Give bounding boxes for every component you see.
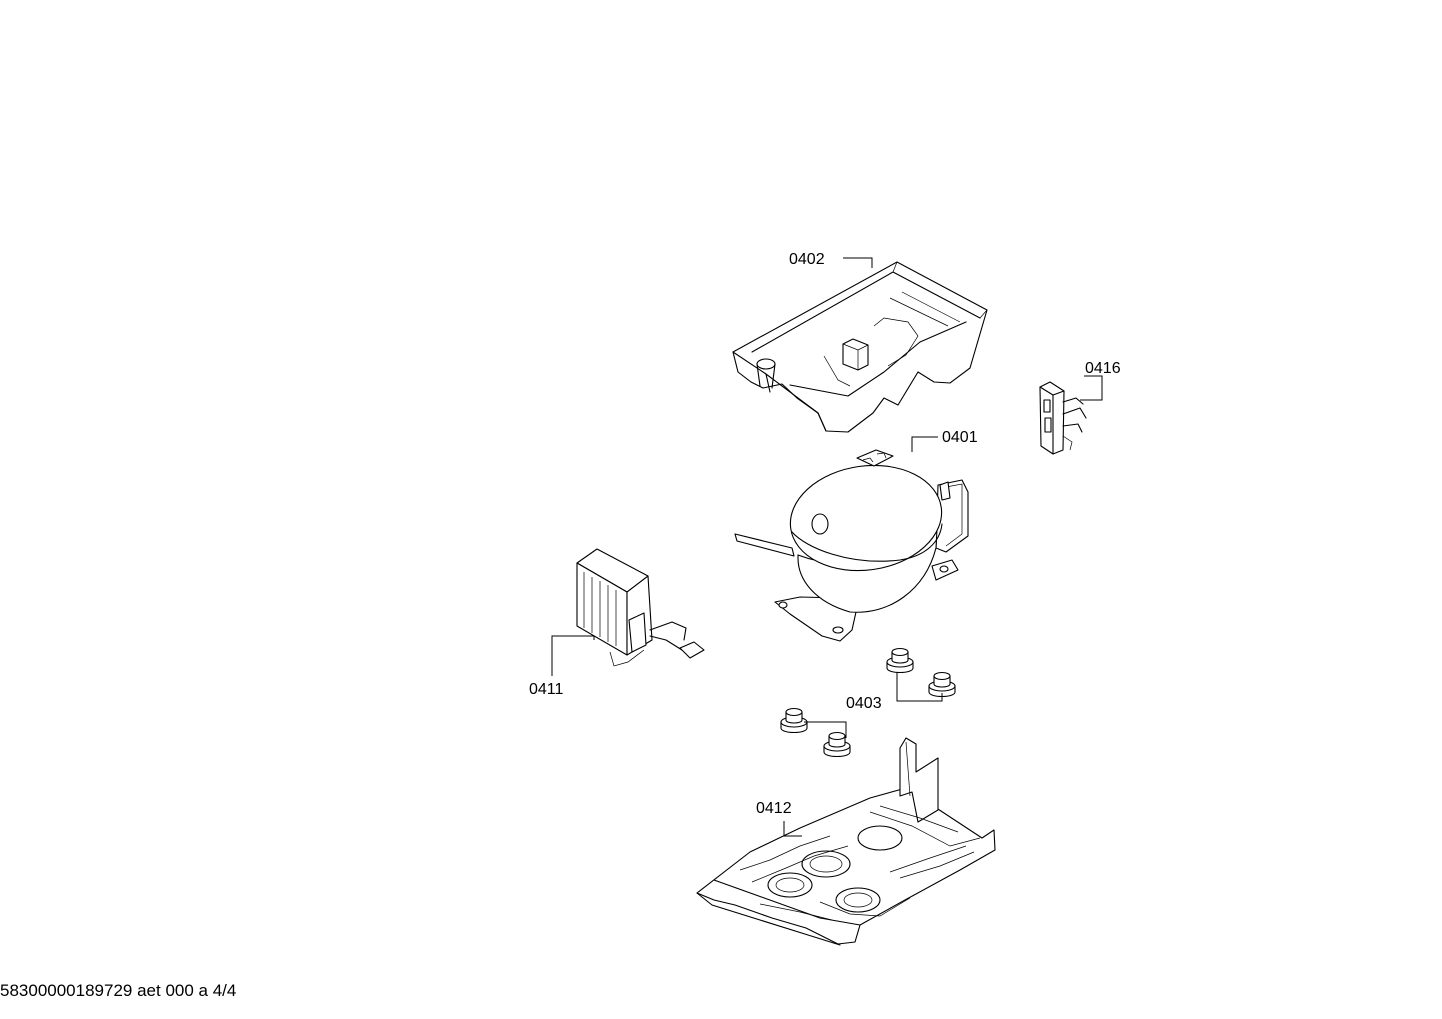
part-label-0411: 0411 (529, 681, 564, 698)
relay-clip-drawing (1039, 381, 1087, 455)
part-label-0416: 0416 (1085, 360, 1121, 377)
part-label-0402: 0402 (789, 251, 825, 268)
leader-lines (551, 257, 1103, 837)
part-label-0401: 0401 (942, 429, 978, 446)
part-label-0412: 0412 (756, 800, 792, 817)
compressor-drawing (734, 449, 969, 642)
inverter-box-drawing (576, 548, 705, 667)
part-label-0403: 0403 (846, 695, 882, 712)
base-plate-drawing (696, 737, 996, 946)
document-reference: 58300000189729 aet 000 a 4/4 (0, 981, 237, 1000)
grommets-drawing (780, 647, 956, 758)
drip-tray-drawing (732, 261, 988, 433)
